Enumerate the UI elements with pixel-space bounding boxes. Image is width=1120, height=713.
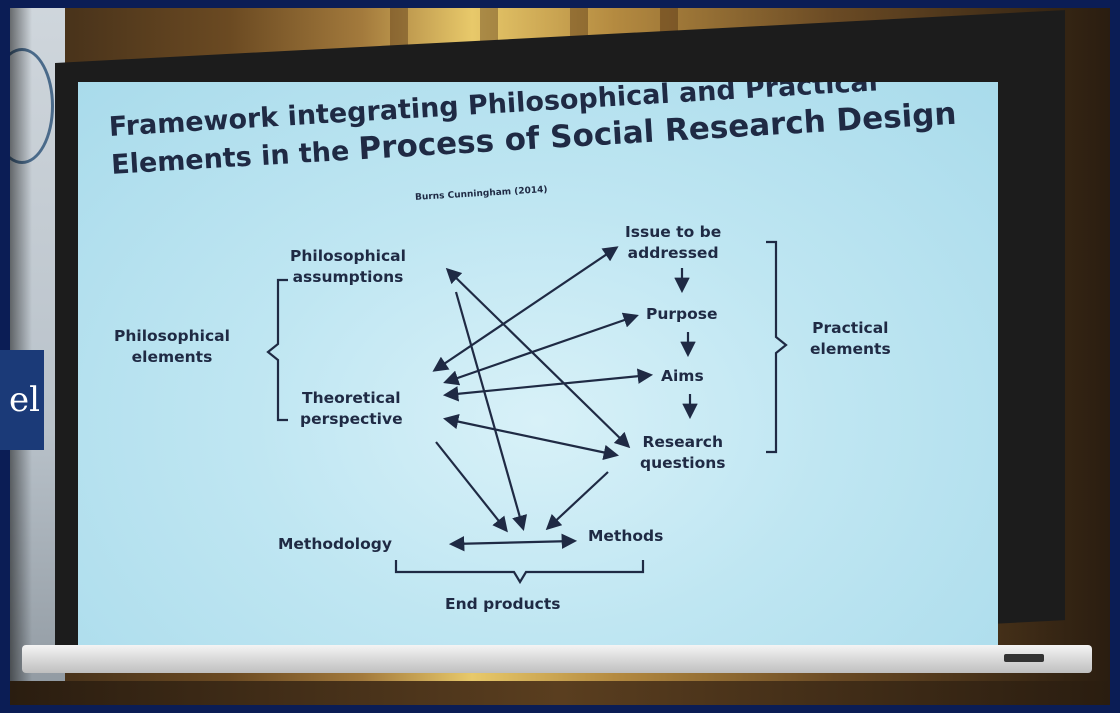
philosophical-elements-line-1: Philosophical: [114, 327, 230, 345]
screen-bottom-bar: [22, 645, 1092, 673]
framework-diagram: [266, 240, 788, 585]
philosophical-elements-label: Philosophical elements: [114, 326, 230, 368]
arrow-theory-aims: [442, 368, 654, 402]
theoretical-perspective-label: Theoretical perspective: [300, 388, 403, 430]
arrow-assumptions-research: [445, 267, 631, 449]
floor: [10, 681, 1110, 705]
research-questions-line-2: questions: [640, 454, 726, 472]
practical-elements-line-1: Practical: [812, 319, 889, 337]
projected-slide: Framework integrating Philosophical and …: [78, 82, 998, 647]
end-products-label: End products: [445, 595, 561, 613]
issue-line-1: Issue to be: [625, 223, 722, 241]
practical-elements-brace: [766, 240, 788, 454]
arrow-theory-research: [442, 414, 620, 460]
theoretical-perspective-line-2: perspective: [300, 410, 403, 428]
aims-label: Aims: [661, 367, 704, 385]
arrow-research-end: [545, 471, 609, 531]
philosophical-elements-line-2: elements: [131, 348, 213, 366]
philosophical-assumptions-line-2: assumptions: [292, 268, 404, 286]
research-questions-line-1: Research: [642, 433, 723, 451]
issue-to-be-addressed-label: Issue to be addressed: [625, 222, 721, 264]
arrow-methodology-methods: [448, 533, 578, 552]
philosophical-assumptions-line-1: Philosophical: [290, 247, 406, 265]
research-questions-label: Research questions: [640, 432, 726, 474]
purpose-label: Purpose: [646, 305, 718, 323]
screen-brand-plate: [1004, 654, 1044, 662]
issue-line-2: addressed: [627, 244, 719, 262]
philosophical-assumptions-label: Philosophical assumptions: [290, 246, 406, 288]
arrow-theory-end: [435, 441, 508, 533]
arrow-theory-purpose: [443, 312, 639, 386]
end-products-brace: [394, 560, 645, 585]
practical-elements-line-2: elements: [810, 340, 891, 358]
practical-elements-label: Practical elements: [810, 318, 891, 360]
arrow-assumptions-end: [454, 291, 528, 531]
arrow-theory-issue: [432, 246, 619, 372]
methodology-label: Methodology: [278, 535, 392, 553]
theoretical-perspective-line-1: Theoretical: [302, 389, 401, 407]
methods-label: Methods: [588, 527, 664, 545]
philosophical-elements-brace: [266, 278, 288, 422]
wall-sign: el: [0, 350, 44, 450]
